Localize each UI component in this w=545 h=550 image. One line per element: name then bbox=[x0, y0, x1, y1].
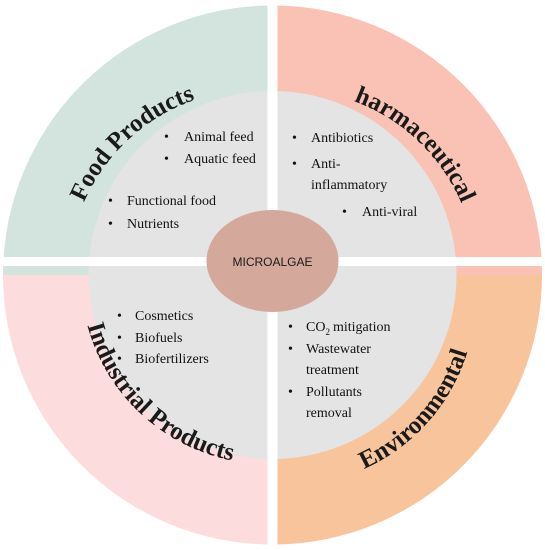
bullet: • bbox=[164, 130, 169, 145]
bullet: • bbox=[117, 352, 122, 367]
co2-subscript: 2 bbox=[325, 327, 330, 337]
list-item: Anti- bbox=[311, 157, 341, 172]
list-item: Animal feed bbox=[184, 130, 254, 145]
bullet: • bbox=[117, 331, 122, 346]
center-ellipse bbox=[206, 210, 339, 312]
list-item-continuation: removal bbox=[306, 406, 352, 421]
list-item: Pollutants bbox=[306, 385, 362, 400]
industrial-products-list: • Cosmetics • Biofuels • Biofertilizers bbox=[117, 309, 209, 367]
bullet: • bbox=[342, 205, 347, 220]
bullet: • bbox=[288, 320, 293, 335]
bullet: • bbox=[288, 385, 293, 400]
list-item: Cosmetics bbox=[135, 309, 193, 324]
co2-prefix: CO bbox=[306, 320, 325, 335]
bullet: • bbox=[108, 217, 113, 232]
bullet: • bbox=[288, 342, 293, 357]
list-item: Biofertilizers bbox=[135, 352, 209, 367]
pharmaceuticals-list: • Antibiotics • Anti- inflammatory • Ant… bbox=[292, 131, 417, 220]
list-item: Antibiotics bbox=[311, 131, 373, 146]
center-label: MICROALGAE bbox=[232, 255, 312, 269]
list-item: Anti-viral bbox=[362, 205, 417, 220]
bullet: • bbox=[108, 194, 113, 209]
bullet: • bbox=[164, 152, 169, 167]
list-item: Functional food bbox=[127, 194, 216, 209]
bullet: • bbox=[117, 309, 122, 324]
bullet: • bbox=[292, 157, 297, 172]
food-products-list: • Animal feed • Aquatic feed • Functiona… bbox=[108, 130, 256, 232]
bullet: • bbox=[292, 131, 297, 146]
list-item-continuation: treatment bbox=[306, 363, 359, 378]
list-item: Wastewater bbox=[306, 342, 371, 357]
co2-suffix: mitigation bbox=[333, 320, 391, 335]
list-item: Biofuels bbox=[135, 331, 182, 346]
list-item: Aquatic feed bbox=[184, 152, 256, 167]
list-item: Nutrients bbox=[127, 217, 179, 232]
list-item-continuation: inflammatory bbox=[311, 178, 387, 193]
